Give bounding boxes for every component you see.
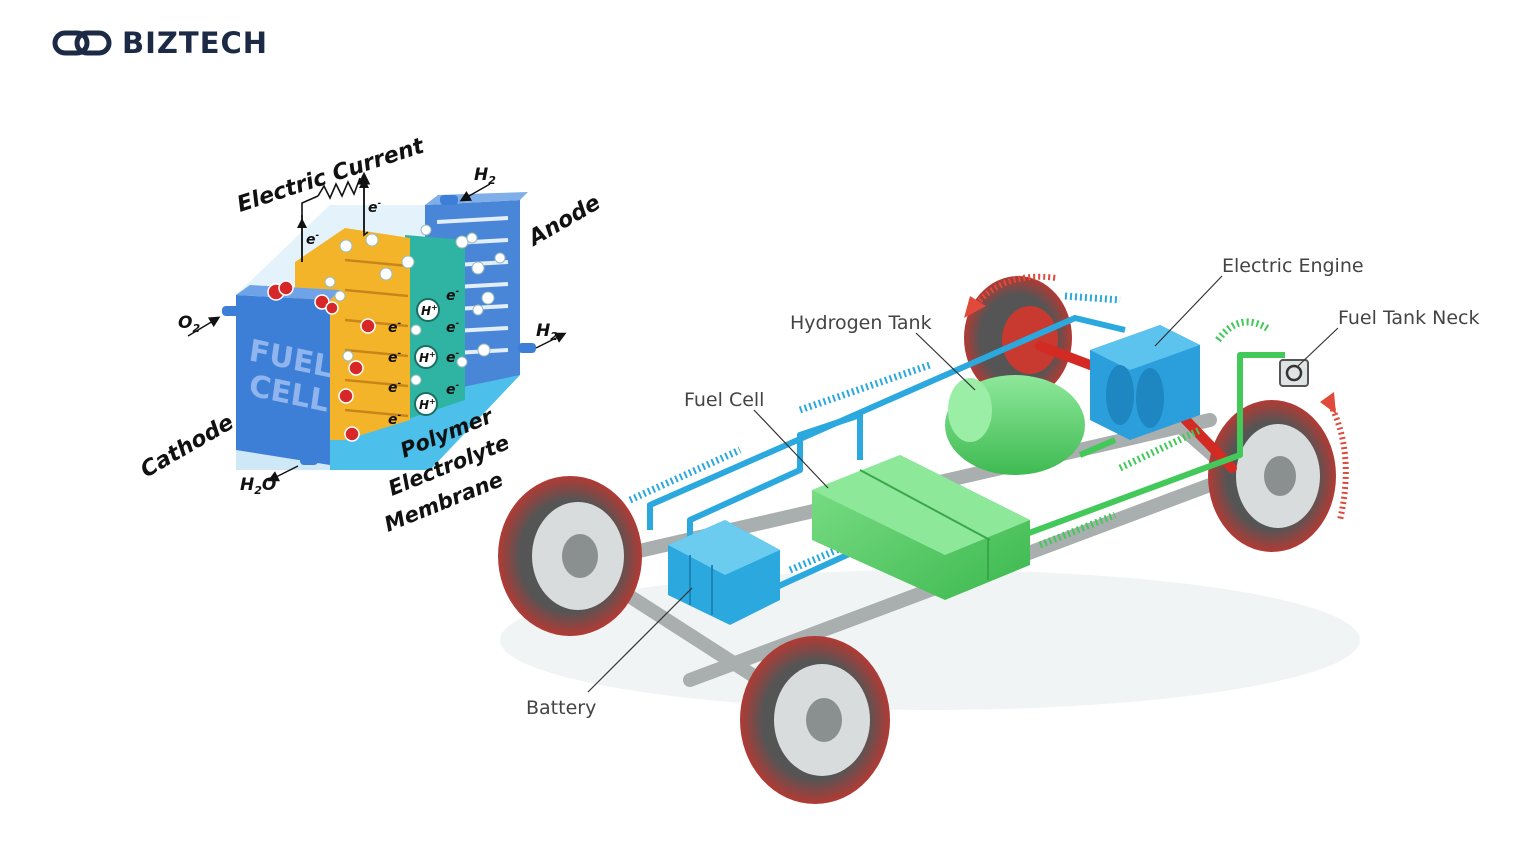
- electron-right-4: e-: [446, 381, 460, 398]
- rotation-arrow-rear: [1320, 392, 1336, 414]
- svg-text:H2O: H2O: [240, 475, 276, 497]
- wheel-front-left: [498, 476, 642, 636]
- electron-left-4: e-: [388, 411, 402, 428]
- fuel-cell-stack: [812, 455, 1030, 600]
- electron-right-2: e-: [446, 319, 460, 336]
- svg-text:H2: H2: [536, 321, 558, 343]
- electron-right-1: e-: [446, 287, 460, 304]
- label-fuel-tank-neck: Fuel Tank Neck: [1338, 307, 1479, 329]
- battery-pack: [668, 520, 780, 625]
- oxygen-input: O2: [178, 313, 221, 337]
- circuit-arrows: [297, 175, 369, 262]
- label-hydrogen-tank: Hydrogen Tank: [790, 312, 932, 334]
- hydrogen-input: H2: [459, 165, 496, 202]
- proton-3: H+: [414, 392, 438, 416]
- hydrogen-flow-arrows: [1038, 318, 1272, 549]
- electron-left-2: e-: [388, 349, 402, 366]
- electric-flow-arrows: [628, 292, 1121, 574]
- vehicle-illustration: Electric Engine Fuel Tank Neck Hydrogen …: [498, 255, 1479, 804]
- hydrogen-output: H2: [535, 321, 567, 349]
- svg-text:H+: H+: [419, 350, 436, 365]
- svg-text:H+: H+: [419, 397, 436, 412]
- proton-1: H+: [416, 298, 440, 322]
- fuel-tank-neck: [1279, 359, 1309, 387]
- label-battery: Battery: [526, 697, 596, 719]
- hydrogen-molecules: [324, 224, 506, 386]
- electron-left-3: e-: [388, 379, 402, 396]
- electron-markers: e- e- e- e- e- e- e- e-: [388, 287, 460, 428]
- brand-name: BIZTECH: [122, 26, 269, 60]
- svg-text:H2: H2: [474, 165, 496, 187]
- anode-label: Anode: [523, 190, 605, 252]
- oxygen-molecules: [267, 280, 376, 442]
- svg-text:H+: H+: [421, 303, 438, 318]
- chain-link-icon: [52, 30, 112, 56]
- rotation-arrow-front: [964, 296, 986, 318]
- hydrogen-tank: [945, 375, 1085, 475]
- electron-left-1: e-: [388, 319, 402, 336]
- cathode-label: Cathode: [137, 410, 239, 483]
- electric-engine: [1090, 325, 1200, 440]
- wheel-rear-right: [1208, 400, 1336, 552]
- circuit-electron-left: e-: [306, 231, 320, 248]
- electron-right-3: e-: [446, 349, 460, 366]
- label-electric-engine: Electric Engine: [1222, 255, 1364, 277]
- label-leaders: [587, 275, 1339, 693]
- circuit-electron-right: e-: [368, 199, 382, 216]
- proton-2: H+: [414, 345, 438, 369]
- svg-text:O2: O2: [178, 313, 200, 335]
- water-output: H2O: [240, 465, 299, 497]
- label-fuel-cell: Fuel Cell: [684, 389, 764, 411]
- fuel-cell-diagram: FUEL CELL: [137, 133, 606, 536]
- cell-pipes: [222, 195, 536, 465]
- hydrogen-piping: [1008, 352, 1285, 543]
- proton-markers: H+ H+ H+: [414, 298, 440, 416]
- wheel-rear-left: [740, 636, 890, 804]
- electrolyte-layer: [405, 235, 465, 420]
- brand-logo: BIZTECH: [52, 26, 268, 60]
